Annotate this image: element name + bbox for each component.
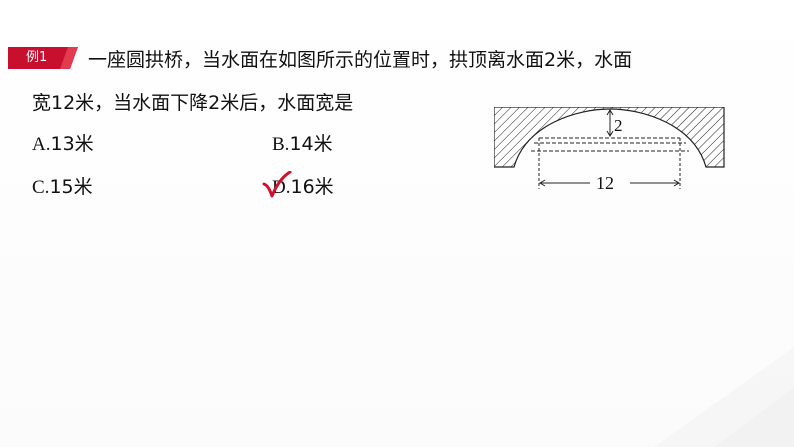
option-d-value: 16米 (290, 176, 334, 198)
example-badge (8, 47, 78, 69)
option-c[interactable]: C.15米 (32, 173, 93, 202)
option-c-letter: C. (32, 177, 50, 198)
arch-bridge-figure: 2 12 (494, 107, 725, 193)
option-b-value: 14米 (289, 133, 333, 155)
check-icon (262, 171, 292, 198)
question-line-1: 一座圆拱桥，当水面在如图所示的位置时，拱顶离水面2米，水面 (88, 49, 633, 71)
width-label: 12 (596, 173, 614, 193)
option-a[interactable]: A.13米 (32, 130, 94, 159)
option-a-value: 13米 (50, 133, 94, 155)
option-d[interactable]: D.16米 (272, 173, 334, 202)
option-b[interactable]: B.14米 (272, 130, 333, 159)
option-b-letter: B. (272, 134, 290, 155)
height-label: 2 (614, 116, 623, 135)
bridge-body (494, 107, 725, 168)
option-d-letter: D. (272, 177, 291, 198)
question-line-2: 宽12米，当水面下降2米后，水面宽是 (32, 92, 354, 114)
option-a-letter: A. (32, 134, 51, 155)
corner-decoration (654, 347, 794, 447)
example-badge-label: 例1 (26, 50, 48, 65)
option-c-value: 15米 (49, 176, 93, 198)
